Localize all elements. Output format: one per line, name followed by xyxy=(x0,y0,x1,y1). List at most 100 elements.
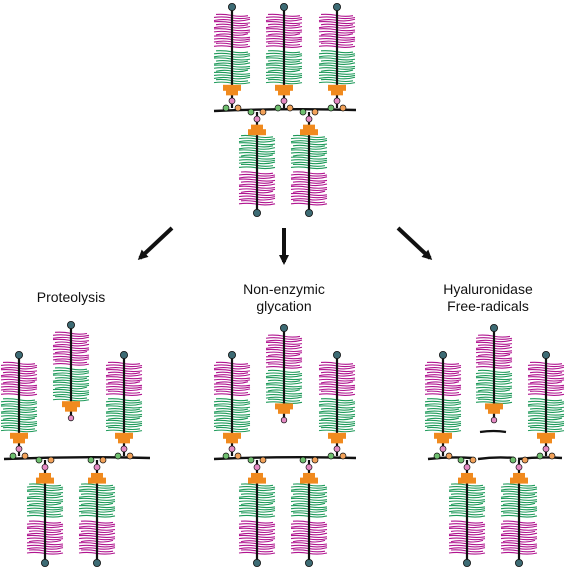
link-protein xyxy=(248,477,266,484)
junction-bead-green xyxy=(114,452,122,460)
junction-bead-orange xyxy=(548,452,556,460)
proteoglycan-monomer xyxy=(238,108,276,217)
hyaluronan-backbone-fragment xyxy=(477,456,515,461)
junction-bead-green xyxy=(35,456,43,464)
terminal-globule xyxy=(252,208,261,217)
link-protein xyxy=(10,432,28,439)
junction-bead-pink xyxy=(542,445,550,453)
terminal-globule xyxy=(438,350,447,359)
junction-bead-orange xyxy=(521,456,529,464)
link-protein xyxy=(226,438,238,444)
link-protein xyxy=(36,477,54,484)
link-protein xyxy=(513,472,525,478)
proteoglycan-monomer xyxy=(238,456,276,568)
link-protein xyxy=(461,472,473,478)
junction-bead-pink xyxy=(305,115,313,123)
terminal-globule xyxy=(279,323,288,332)
junction-bead-pink xyxy=(280,416,288,424)
link-protein xyxy=(510,477,528,484)
junction-bead-green xyxy=(457,456,465,464)
link-protein xyxy=(223,84,241,91)
pathway-label-glycation: Non-enzymic glycation xyxy=(243,281,325,314)
link-protein xyxy=(488,408,500,414)
link-protein xyxy=(62,401,80,408)
proteoglycan-monomer xyxy=(424,350,462,460)
junction-bead-green xyxy=(299,456,307,464)
junction-bead-green xyxy=(299,108,307,116)
terminal-globule xyxy=(332,3,341,11)
junction-bead-pink xyxy=(228,97,236,105)
link-protein xyxy=(303,124,315,130)
proteoglycan-monomer xyxy=(0,350,38,460)
hyaluronidase-aggregate xyxy=(424,323,565,568)
terminal-globule xyxy=(120,350,129,359)
terminal-globule xyxy=(515,559,524,568)
link-protein xyxy=(13,438,25,444)
arrow-down-right-icon xyxy=(396,226,433,261)
junction-bead-orange xyxy=(234,104,242,112)
link-protein xyxy=(251,124,263,130)
proteoglycan-monomer xyxy=(318,3,356,112)
hyaluronan-backbone-fragment xyxy=(479,429,507,434)
link-protein xyxy=(39,472,51,478)
link-protein xyxy=(65,406,77,412)
junction-bead-pink xyxy=(15,445,23,453)
proteoglycan-monomer xyxy=(78,456,116,568)
junction-bead-pink xyxy=(305,463,313,471)
junction-bead-orange xyxy=(311,108,319,116)
junction-bead-orange xyxy=(286,104,294,112)
link-protein xyxy=(331,90,343,96)
proteoglycan-monomer xyxy=(475,323,513,424)
terminal-globule xyxy=(227,3,236,11)
proteoglycan-monomer xyxy=(527,350,565,460)
junction-bead-orange xyxy=(445,452,453,460)
junction-bead-orange xyxy=(339,452,347,460)
junction-bead-green xyxy=(9,452,17,460)
junction-bead-orange xyxy=(469,456,477,464)
proteoglycan-monomer xyxy=(318,350,356,460)
junction-bead-green xyxy=(87,456,95,464)
junction-bead-green xyxy=(247,456,255,464)
junction-bead-pink xyxy=(253,463,261,471)
link-protein xyxy=(434,432,452,439)
junction-bead-pink xyxy=(67,414,75,422)
proteoglycan-monomer xyxy=(52,320,90,422)
proteoglycan-monomer xyxy=(448,456,486,568)
link-protein xyxy=(248,129,266,136)
junction-bead-green xyxy=(536,452,544,460)
proteoglycan-monomer xyxy=(105,350,143,460)
link-protein xyxy=(278,90,290,96)
junction-bead-pink xyxy=(333,445,341,453)
proteoglycan-monomer xyxy=(265,323,303,424)
terminal-globule xyxy=(279,3,288,11)
proteoglycan-monomer xyxy=(26,456,64,568)
junction-bead-green xyxy=(222,452,230,460)
link-protein xyxy=(88,477,106,484)
link-protein xyxy=(226,90,238,96)
junction-bead-pink xyxy=(463,463,471,471)
junction-bead-orange xyxy=(259,108,267,116)
link-protein xyxy=(300,477,318,484)
hyaluronan-backbone xyxy=(3,456,151,461)
link-protein xyxy=(458,477,476,484)
link-protein xyxy=(303,472,315,478)
junction-bead-pink xyxy=(490,416,498,424)
terminal-globule xyxy=(304,559,313,568)
terminal-globule xyxy=(14,350,23,359)
junction-bead-orange xyxy=(339,104,347,112)
link-protein xyxy=(437,438,449,444)
junction-bead-pink xyxy=(280,97,288,105)
link-protein xyxy=(328,84,346,91)
link-protein xyxy=(331,438,343,444)
terminal-globule xyxy=(542,350,551,359)
junction-bead-pink xyxy=(439,445,447,453)
junction-bead-pink xyxy=(333,97,341,105)
proteoglycan-monomer xyxy=(265,3,303,112)
junction-bead-green xyxy=(327,452,335,460)
junction-bead-pink xyxy=(120,445,128,453)
junction-bead-orange xyxy=(99,456,107,464)
link-protein xyxy=(300,129,318,136)
link-protein xyxy=(115,432,133,439)
terminal-globule xyxy=(489,323,498,332)
